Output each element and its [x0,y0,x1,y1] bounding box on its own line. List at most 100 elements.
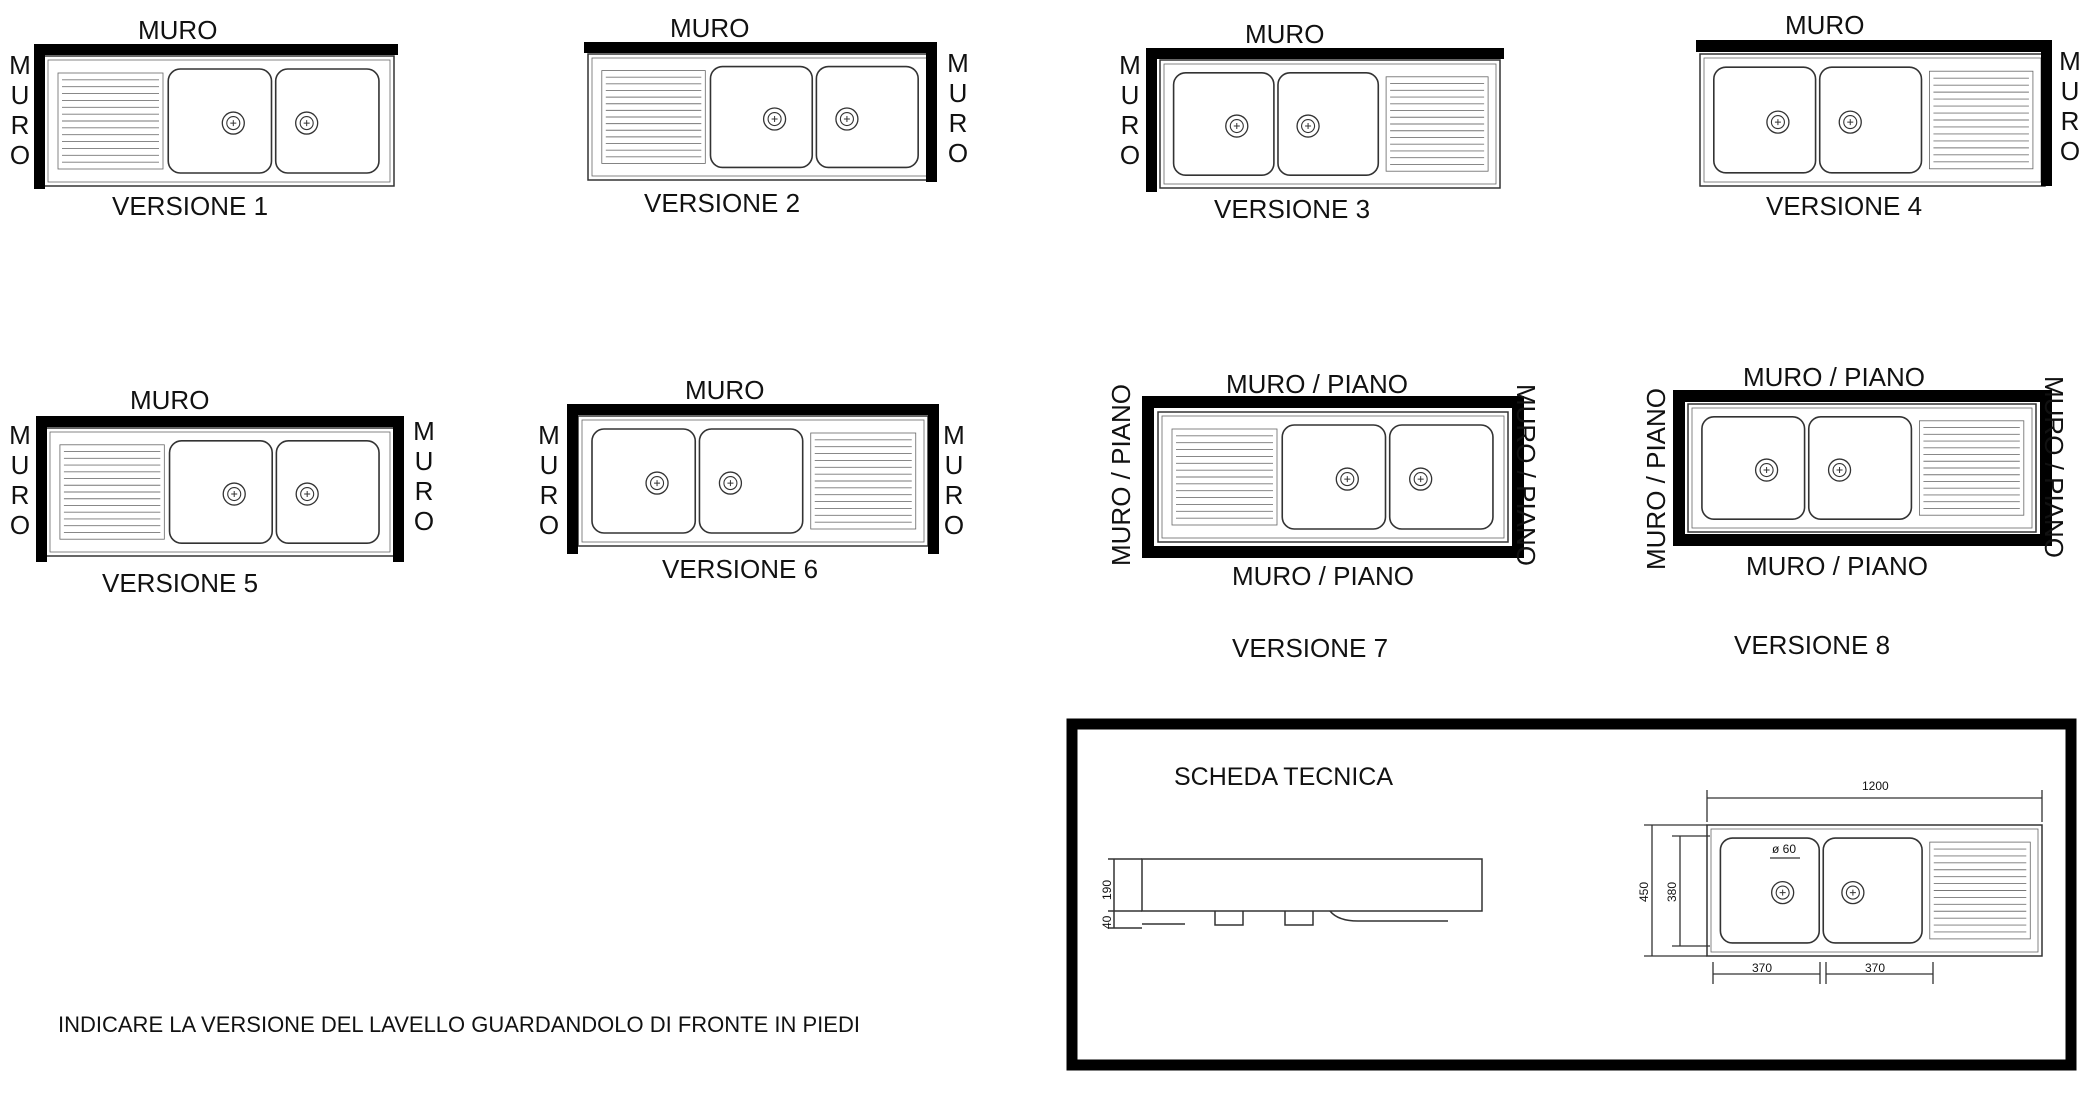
svg-text:U: U [11,450,30,480]
dim-rim-label: 40 [1100,915,1114,929]
wall-label-left: MURO [9,420,31,540]
svg-text:O: O [2060,136,2080,166]
sink-drawing [1706,824,2043,957]
wall-bar [36,416,404,427]
wall-label-right: MURO / PIANO [1511,384,1541,566]
version-label: VERSIONE 1 [112,191,268,221]
version-label: VERSIONE 2 [644,188,800,218]
sink-drawing [1699,53,2046,187]
drain-icon [762,107,787,131]
version-label: VERSIONE 6 [662,554,818,584]
drainer-grooves [1929,70,2034,170]
svg-text:R: R [11,480,30,510]
sink-drawing [1687,403,2037,533]
svg-text:U: U [1121,80,1140,110]
wall-label-left: MURO [9,50,31,170]
drain-icon [1409,467,1433,491]
svg-text:O: O [944,510,964,540]
svg-text:M: M [947,48,969,78]
sink-bowl [709,65,814,169]
sink-bowl [1807,415,1913,520]
wall-label-top: MURO [670,13,749,43]
wall-label-top: MURO [130,385,209,415]
wall-label-top: MURO / PIANO [1743,362,1925,392]
wall-label-top: MURO [138,15,217,45]
drainer-grooves [1919,420,2025,516]
wall-bar [567,404,578,554]
drain-icon [835,107,859,131]
sink-drawing [1159,59,1501,189]
svg-text:R: R [540,480,559,510]
wall-frame [1673,390,2052,546]
drain-icon [1827,458,1852,482]
svg-text:M: M [538,420,560,450]
sink-bowl [168,439,273,544]
wall-label-right: MURO / PIANO [2039,376,2069,558]
drainer-grooves [57,72,164,170]
wall-label-left: MURO / PIANO [1641,388,1671,570]
dim-depth-label: 450 [1637,882,1651,902]
svg-text:U: U [945,450,964,480]
svg-text:O: O [948,138,968,168]
svg-text:M: M [9,420,31,450]
wall-label-bottom: MURO / PIANO [1232,561,1414,591]
wall-bar [567,404,939,415]
version-label: VERSIONE 4 [1766,191,1922,221]
wall-label-right: MURO [947,48,969,168]
svg-text:U: U [2061,76,2080,106]
version-label: VERSIONE 8 [1734,630,1890,660]
drain-icon [1838,110,1862,134]
wall-label-top: MURO [1245,19,1324,49]
sink-bowl [1713,66,1817,174]
version-1: MURO MURO VERSIONE 1 [9,15,398,221]
wall-label-left: MURO / PIANO [1106,384,1136,566]
sink-bowl [1701,415,1806,520]
sink-bowl [167,68,273,174]
drain-icon [718,471,743,495]
dimension-lines [1644,790,2043,984]
drain-icon [1335,467,1359,491]
technical-sheet-frame [1066,718,2077,1071]
drainer-grooves [810,432,917,530]
version-label: VERSIONE 5 [102,568,258,598]
wall-bar [584,42,936,53]
svg-text:M: M [1119,50,1141,80]
technical-sheet: SCHEDA TECNICA 190 40 [1066,718,2077,1071]
svg-text:O: O [414,506,434,536]
wall-bar [36,416,47,562]
dim-hole-label: ø 60 [1772,842,1796,856]
wall-frame [1142,396,1524,558]
svg-text:R: R [945,480,964,510]
sink-bowl [1822,837,1923,944]
sink-bowl [1818,66,1923,174]
dim-height-label: 190 [1100,880,1114,900]
technical-sheet-title: SCHEDA TECNICA [1174,763,1393,791]
wall-bar [34,44,45,189]
drain-icon [1771,880,1795,905]
sink-drawing [43,55,395,187]
dim-bowl2-label: 370 [1865,961,1885,975]
svg-text:O: O [1120,140,1140,170]
drain-icon [221,111,245,135]
version-label: VERSIONE 3 [1214,194,1370,224]
wall-bar [926,42,937,182]
sink-bowl [815,65,919,169]
dim-bowl-depth-label: 380 [1665,882,1679,902]
svg-text:M: M [9,50,31,80]
drain-icon [1766,110,1790,134]
sink-drawing [587,53,934,181]
sink-profile-drawing [1108,858,1483,929]
svg-text:R: R [11,110,30,140]
wall-label-left: MURO [538,420,560,540]
sink-drawing [1157,411,1509,543]
wall-bar [1146,48,1504,59]
sink-bowl [591,428,697,534]
dim-bowl1-label: 370 [1752,961,1772,975]
wall-bar [34,44,398,55]
wall-label-right: MURO [943,420,965,540]
